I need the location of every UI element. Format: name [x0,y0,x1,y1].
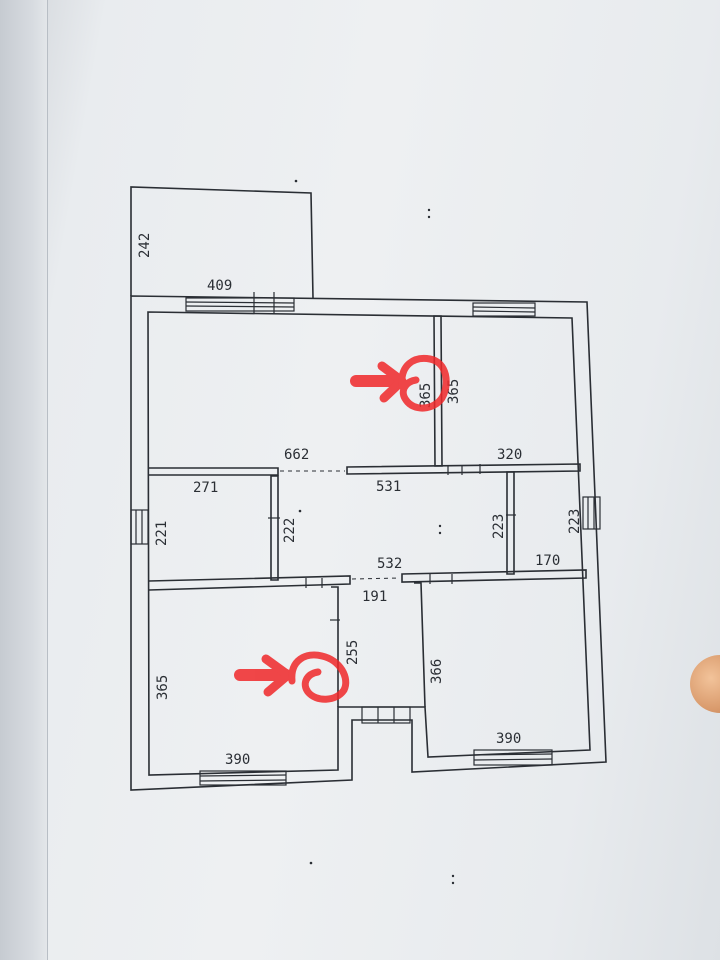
windows [130,292,601,786]
walls [130,186,607,791]
label-hall-height-right: 223 [491,514,507,539]
window-right [582,496,601,530]
label-top-left-width: 662 [284,447,309,463]
partition-top-left [149,467,279,476]
partition-top-vertical [433,315,443,467]
wall-ticks [268,464,516,621]
paper-dots [294,179,455,885]
label-porch-height: 242 [137,233,153,258]
window-bottom-right [473,749,553,766]
window-top-left [185,292,295,314]
label-entry-height: 255 [345,640,361,665]
label-bottom-left-height: 365 [155,675,171,700]
label-porch-width: 409 [207,278,232,294]
partition-bottom-right [401,569,587,583]
window-entry [361,706,411,724]
partition-left-room [270,475,279,581]
label-hall-width: 531 [376,479,401,495]
outer-wall [130,295,607,791]
window-top-right [472,302,536,317]
label-bottom-right-width: 390 [496,731,521,747]
label-right-small-room-width: 170 [535,553,560,569]
label-hall-height-left: 222 [282,518,298,543]
partition-right-room [506,471,515,575]
label-top-right-height: 365 [446,379,462,404]
label-bottom-left-width: 390 [225,752,250,768]
label-left-room-height: 221 [154,521,170,546]
entry-wall-left [331,586,339,707]
entry-wall-right [414,582,426,708]
red-markers [234,354,450,703]
door-bottom [351,577,401,580]
label-top-right-width: 320 [497,447,522,463]
label-right-room-height: 223 [567,509,583,534]
door-openings [280,470,401,580]
label-top-right-height-marked: 365 [418,383,434,408]
marker-bottom [234,651,350,703]
partition-bottom-left [148,575,351,591]
marker-top [350,354,450,412]
partition-top-right [346,463,581,475]
label-left-room-width: 271 [193,480,218,496]
porch-outline [130,186,314,299]
binding-edge [0,0,48,960]
label-entry-width: 191 [362,589,387,605]
dimension-labels: 242 409 662 365 365 320 271 531 221 222 … [137,233,583,768]
window-bottom-left [199,770,287,786]
window-left [130,509,149,545]
label-bottom-right-height: 366 [429,659,445,684]
label-hall-bottom-width: 532 [377,556,402,572]
